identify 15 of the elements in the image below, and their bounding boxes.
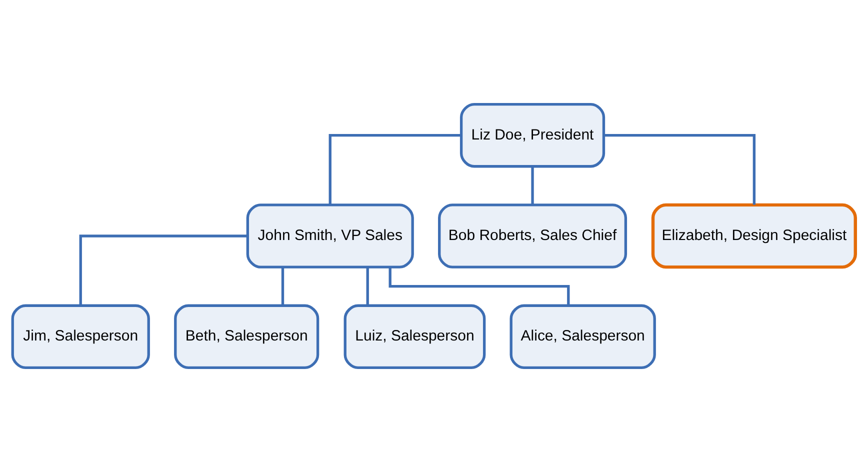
node-box: Liz Doe, President: [460, 102, 606, 168]
node-box: John Smith, VP Sales: [246, 203, 414, 268]
node-box: Beth, Salesperson: [174, 304, 320, 369]
connector: [604, 134, 756, 204]
node-box: Elizabeth, Design Specialist: [651, 202, 857, 268]
node-box: Jim, Salesperson: [11, 304, 150, 369]
connector: [328, 134, 462, 204]
connector: [281, 266, 284, 305]
connector: [79, 234, 248, 305]
node-box: Luiz, Salesperson: [344, 304, 486, 369]
connector: [531, 166, 534, 204]
connector: [388, 266, 570, 305]
node-box: Bob Roberts, Sales Chief: [438, 203, 628, 268]
node-box: Alice, Salesperson: [510, 304, 656, 369]
connector: [366, 266, 369, 305]
